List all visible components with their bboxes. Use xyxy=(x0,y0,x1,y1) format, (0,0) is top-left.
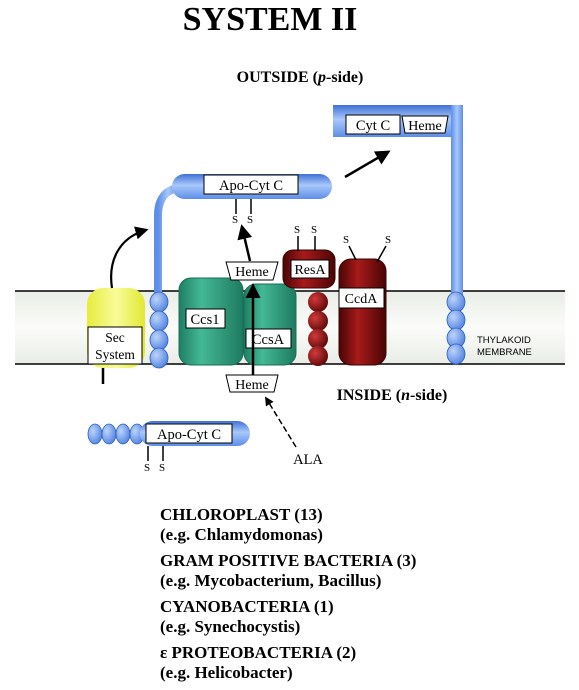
organism-entry-proteobacteria: ε PROTEOBACTERIA (2) (e.g. Helicobacter) xyxy=(160,643,560,683)
resa-protein: ResA S S xyxy=(282,224,336,366)
organism-group: CHLOROPLAST (13) xyxy=(160,505,323,524)
membrane-label-line-2: MEMBRANE xyxy=(477,347,532,358)
cyt-c-label: Cyt C xyxy=(356,118,390,134)
organism-entry-chloroplast: CHLOROPLAST (13) (e.g. Chlamydomonas) xyxy=(160,505,560,545)
membrane-label-line-1: THYLAKOID xyxy=(477,335,531,346)
apo-cyt-c-bottom-label: Apo-Cyt C xyxy=(157,427,221,443)
apo-cyt-c-cytosolic: Apo-Cyt C S S xyxy=(87,421,250,474)
mature-cyt-c: Cyt C Heme xyxy=(333,105,466,365)
ccda-s-2: S xyxy=(385,234,391,246)
apo-bottom-s-1: S xyxy=(144,462,150,474)
ccda-label: CcdA xyxy=(345,292,379,307)
organism-example: (e.g. Chlamydomonas) xyxy=(160,525,323,544)
organism-group: ε PROTEOBACTERIA (2) xyxy=(160,643,357,662)
inside-label: INSIDE (n-side) xyxy=(337,387,448,404)
ccda-s-1: S xyxy=(343,234,349,246)
heme-outside-label: Heme xyxy=(235,265,268,280)
organism-example: (e.g. Synechocystis) xyxy=(160,617,301,636)
organism-list: CHLOROPLAST (13) (e.g. Chlamydomonas) GR… xyxy=(160,505,560,689)
organism-example: (e.g. Helicobacter) xyxy=(160,663,293,682)
resa-s-1: S xyxy=(294,224,300,236)
resa-s-2: S xyxy=(311,224,317,236)
organism-entry-gram-positive: GRAM POSITIVE BACTERIA (3) (e.g. Mycobac… xyxy=(160,551,560,591)
organism-entry-cyanobacteria: CYANOBACTERIA (1) (e.g. Synechocystis) xyxy=(160,597,560,637)
sec-system-label-2: System xyxy=(95,347,135,362)
apo-top-s-1: S xyxy=(232,214,238,226)
maturation-arrow xyxy=(344,150,391,179)
ccs1-protein: Ccs1 xyxy=(178,277,244,366)
heme-inside: Heme xyxy=(225,374,279,393)
heme-delivery-arrow xyxy=(237,224,253,262)
organism-example: (e.g. Mycobacterium, Bacillus) xyxy=(160,571,382,590)
apo-cyt-c-membrane-anchor: Apo-Cyt C S S xyxy=(149,174,332,369)
ala-arrow xyxy=(265,396,297,448)
organism-group: GRAM POSITIVE BACTERIA (3) xyxy=(160,551,417,570)
ccsa-label: CcsA xyxy=(252,332,285,348)
sec-system-label-1: Sec xyxy=(105,330,125,345)
cyt-c-heme-label: Heme xyxy=(408,119,441,134)
apo-bottom-s-2: S xyxy=(159,462,165,474)
ccsa-protein: CcsA xyxy=(243,283,297,366)
apo-cyt-c-top-label: Apo-Cyt C xyxy=(219,178,283,194)
ccda-protein: CcdA S S xyxy=(338,234,391,366)
apo-top-s-2: S xyxy=(247,214,253,226)
ala-label: ALA xyxy=(293,452,323,468)
heme-outside: Heme xyxy=(225,261,279,281)
sec-translocation-arrow xyxy=(110,226,149,289)
page-title: SYSTEM II xyxy=(183,1,358,38)
outside-label: OUTSIDE (p-side) xyxy=(237,69,364,86)
organism-group: CYANOBACTERIA (1) xyxy=(160,597,334,616)
heme-inside-label: Heme xyxy=(235,378,268,393)
sec-system: Sec System xyxy=(87,288,145,384)
ccs1-label: Ccs1 xyxy=(191,312,220,328)
resa-label: ResA xyxy=(294,263,326,278)
